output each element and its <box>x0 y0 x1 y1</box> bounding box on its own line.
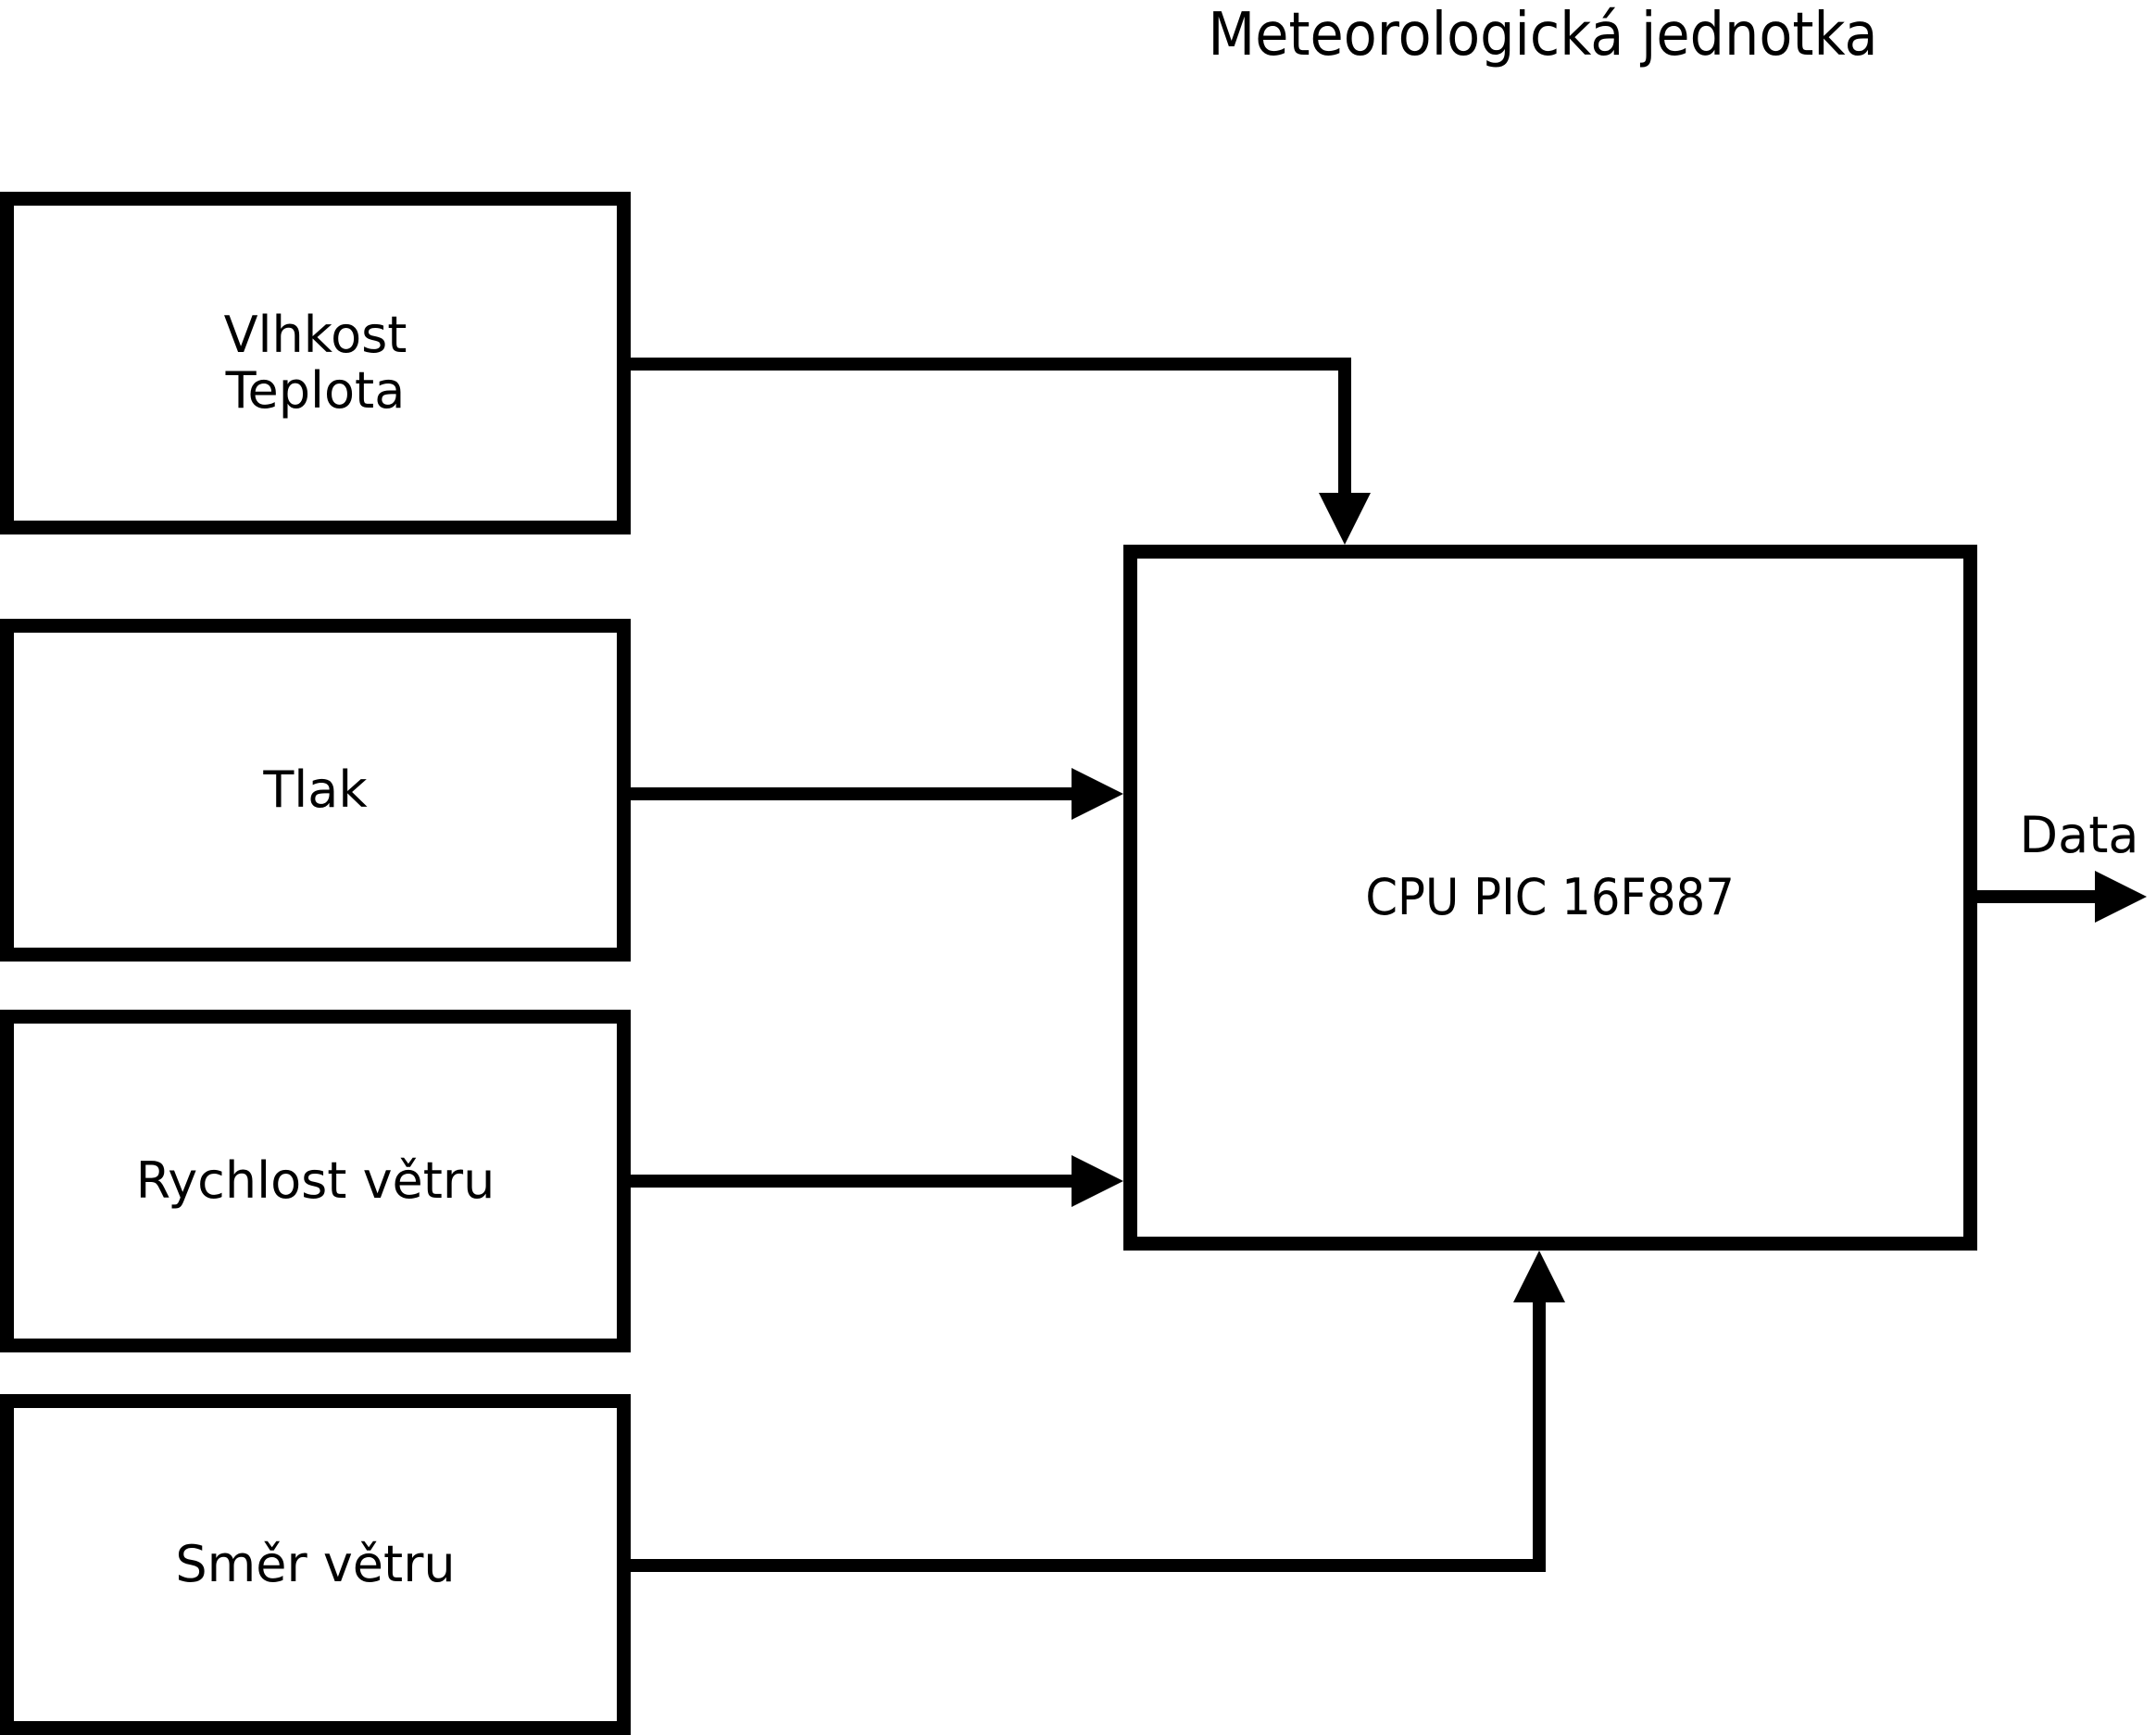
sensor-label-smer-vetru: Směr větru <box>175 1534 456 1593</box>
sensor-box-rychlost-vetru: Rychlost větru <box>0 1010 631 1352</box>
sensor-box-smer-vetru: Směr větru <box>0 1394 631 1735</box>
arrow-tlak-line-h <box>620 787 1073 800</box>
sensor-label-tlak: Tlak <box>263 760 368 819</box>
arrow-down-icon <box>1319 493 1371 545</box>
arrow-data-line-h <box>1973 890 2095 903</box>
arrow-rychlost-line-h <box>620 1175 1073 1188</box>
arrow-smer-line-v <box>1533 1301 1546 1570</box>
arrow-right-icon <box>1072 768 1123 820</box>
arrow-up-icon <box>1513 1251 1565 1302</box>
sensor-label-rychlost-vetru: Rychlost větru <box>135 1150 495 1210</box>
sensor-label-vlhkost-teplota: Vlhkost Teplota <box>223 305 407 420</box>
arrow-vlhkost-line-v <box>1338 358 1351 495</box>
sensor-box-tlak: Tlak <box>0 619 631 962</box>
arrow-right-icon <box>1072 1155 1123 1207</box>
sensor-box-vlhkost-teplota: Vlhkost Teplota <box>0 192 631 534</box>
arrow-vlhkost-line-h <box>620 358 1351 371</box>
cpu-box: CPU PIC 16F887 <box>1123 545 1977 1251</box>
arrow-right-icon <box>2095 871 2147 923</box>
diagram-title: Meteorologická jednotka <box>1208 1 1878 69</box>
arrow-smer-line-h <box>620 1559 1546 1572</box>
cpu-label: CPU PIC 16F887 <box>1365 867 1736 926</box>
data-output-label: Data <box>2019 806 2139 864</box>
